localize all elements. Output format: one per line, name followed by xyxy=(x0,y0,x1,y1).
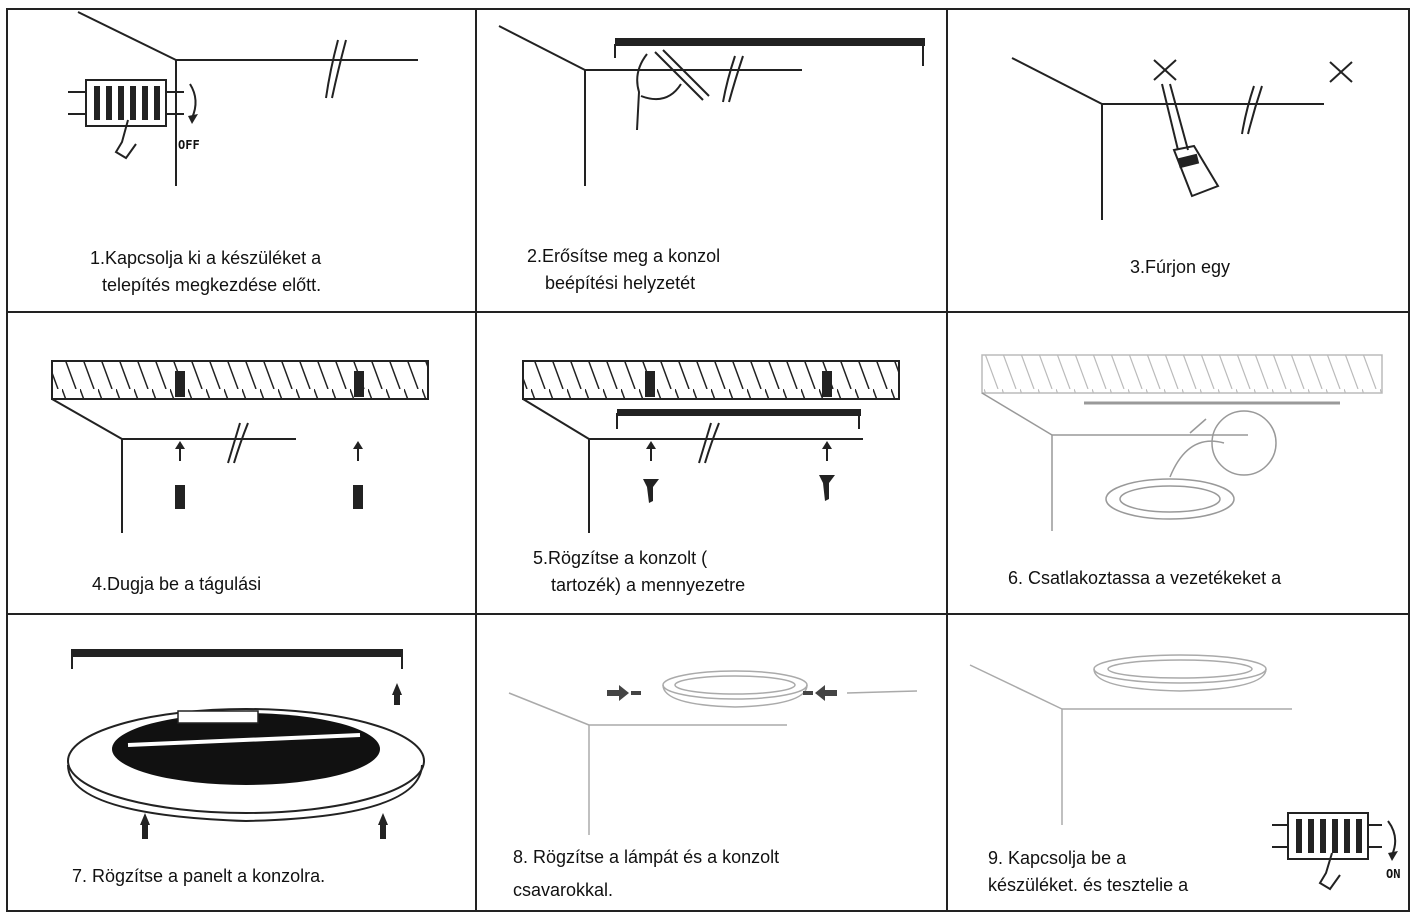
drill-hole-illustration xyxy=(1011,57,1353,220)
step-5-panel: 5.Rögzítse a konzolt ( tartozék) a menny… xyxy=(477,313,946,613)
caption-line: telepítés megkezdése előtt. xyxy=(102,275,322,295)
caption-line: 1.Kapcsolja ki a készüléket a xyxy=(90,248,322,268)
fix-bracket-illustration xyxy=(522,360,900,533)
caption-line: 2.Erősítse meg a konzol xyxy=(527,246,721,266)
caption-line: 5.Rögzítse a konzolt ( xyxy=(533,548,708,568)
grid-divider-v1 xyxy=(475,10,477,910)
step-3-panel: 3.Fúrjon egy xyxy=(948,10,1412,311)
caption-line: 8. Rögzítse a lámpát és a konzolt xyxy=(513,847,780,867)
step-4-panel: 4.Dugja be a tágulási xyxy=(8,313,475,613)
caption-line: 4.Dugja be a tágulási xyxy=(92,574,262,594)
step-1-caption: 1.Kapcsolja ki a készüléket a telepítés … xyxy=(90,245,321,299)
step-8-panel: 8. Rögzítse a lámpát és a konzolt csavar… xyxy=(477,615,946,912)
step-9-caption: 9. Kapcsolja be a készüléket. és tesztel… xyxy=(988,845,1188,899)
caption-line: tartozék) a mennyezetre xyxy=(551,575,746,595)
caption-line: 3.Fúrjon egy xyxy=(1129,257,1231,277)
connect-wires-illustration xyxy=(981,354,1383,531)
step-7-caption: 7. Rögzítse a panelt a konzolra. xyxy=(72,863,325,890)
step-7-panel: 7. Rögzítse a panelt a konzolra. xyxy=(8,615,475,912)
step-1-panel: OFF 1.Kapcsolja ki a készüléket a telepí… xyxy=(8,10,475,311)
caption-line: beépítési helyzetét xyxy=(545,273,696,293)
grid-divider-h1 xyxy=(8,311,1408,313)
step-5-caption: 5.Rögzítse a konzolt ( tartozék) a menny… xyxy=(533,545,745,599)
switch-off-illustration xyxy=(68,11,418,186)
step-4-caption: 4.Dugja be a tágulási xyxy=(92,571,261,598)
screw-lamp-illustration xyxy=(508,670,918,835)
grid-divider-v2 xyxy=(946,10,948,910)
attach-panel-illustration xyxy=(67,649,425,839)
step-3-caption: 3.Fúrjon egy xyxy=(948,254,1412,281)
mark-bracket-illustration xyxy=(498,25,925,186)
switch-off-label: OFF xyxy=(178,138,200,152)
step-2-caption: 2.Erősítse meg a konzol beépítési helyze… xyxy=(527,243,720,297)
grid-divider-h2 xyxy=(8,613,1408,615)
caption-line: csavarokkal. xyxy=(513,880,614,900)
step-6-panel: 6. Csatlakoztassa a vezetékeket a xyxy=(948,313,1412,613)
switch-on-illustration xyxy=(969,654,1398,891)
caption-line: 7. Rögzítse a panelt a konzolra. xyxy=(72,866,326,886)
step-8-caption: 8. Rögzítse a lámpát és a konzolt csavar… xyxy=(513,841,779,907)
caption-line: készüléket. és tesztelie a xyxy=(988,875,1189,895)
instruction-grid: OFF 1.Kapcsolja ki a készüléket a telepí… xyxy=(6,8,1410,912)
caption-line: 9. Kapcsolja be a xyxy=(988,848,1127,868)
step-6-caption: 6. Csatlakoztassa a vezetékeket a xyxy=(1008,565,1281,592)
switch-on-label: ON xyxy=(1386,867,1401,881)
step-9-panel: ON 9. Kapcsolja be a készüléket. és tesz… xyxy=(948,615,1412,912)
anchor-plugs-illustration xyxy=(51,360,429,533)
caption-line: 6. Csatlakoztassa a vezetékeket a xyxy=(1008,568,1282,588)
step-2-panel: 2.Erősítse meg a konzol beépítési helyze… xyxy=(477,10,946,311)
